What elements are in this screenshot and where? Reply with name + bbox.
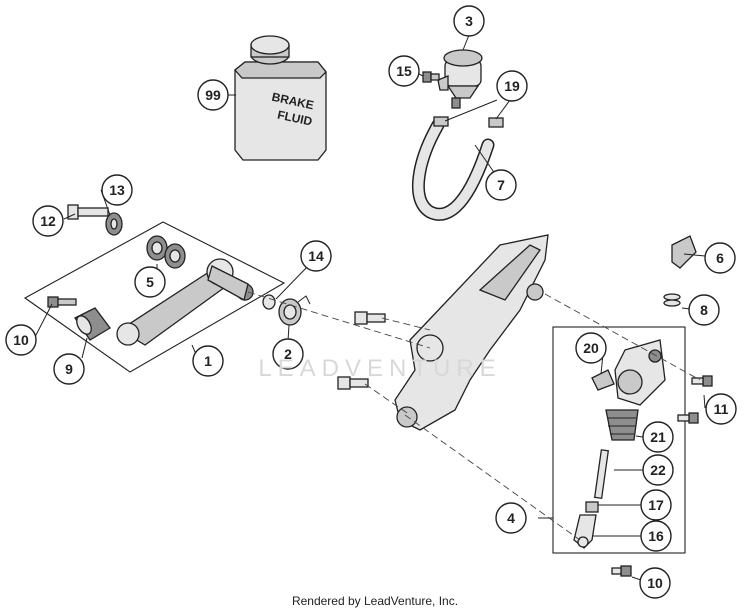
callout-9[interactable]: 9 bbox=[53, 353, 85, 385]
brake-fluid-reservoir[interactable] bbox=[437, 49, 483, 109]
washer[interactable] bbox=[262, 294, 276, 310]
callout-6[interactable]: 6 bbox=[704, 242, 736, 274]
pivot-nut[interactable] bbox=[105, 212, 123, 236]
svg-text:22: 22 bbox=[650, 462, 666, 478]
callout-11[interactable]: 11 bbox=[705, 393, 737, 425]
leader-lines bbox=[34, 34, 706, 581]
callout-16[interactable]: 16 bbox=[640, 520, 672, 552]
callout-3[interactable]: 3 bbox=[453, 5, 485, 37]
svg-text:15: 15 bbox=[396, 63, 412, 79]
banjo-fitting[interactable] bbox=[591, 369, 615, 391]
alignment-line-5 bbox=[404, 414, 581, 541]
watermark: LEADVENTURE bbox=[258, 355, 502, 382]
foot-rubber[interactable] bbox=[74, 307, 111, 341]
svg-text:10: 10 bbox=[647, 575, 663, 591]
hose-clamps[interactable] bbox=[433, 116, 504, 128]
svg-text:17: 17 bbox=[648, 497, 664, 513]
master-cylinder[interactable] bbox=[614, 339, 666, 406]
brake-fluid-bottle[interactable]: BRAKE FLUID bbox=[234, 35, 327, 161]
svg-text:20: 20 bbox=[583, 340, 599, 356]
callout-10-left[interactable]: 10 bbox=[5, 324, 37, 356]
return-spring[interactable] bbox=[278, 295, 311, 326]
callout-7[interactable]: 7 bbox=[485, 169, 517, 201]
svg-text:14: 14 bbox=[308, 248, 324, 264]
callout-5[interactable]: 5 bbox=[134, 266, 166, 298]
footrest-bracket[interactable] bbox=[394, 234, 549, 431]
svg-text:11: 11 bbox=[714, 401, 729, 417]
svg-text:9: 9 bbox=[65, 361, 73, 377]
lock-nut[interactable] bbox=[585, 501, 599, 513]
callout-4[interactable]: 4 bbox=[495, 502, 527, 534]
callout-20[interactable]: 20 bbox=[575, 332, 607, 364]
svg-text:12: 12 bbox=[40, 213, 56, 229]
callout-22[interactable]: 22 bbox=[642, 454, 674, 486]
brake-pedal-assembly[interactable] bbox=[23, 221, 286, 373]
clevis[interactable] bbox=[573, 514, 597, 549]
alignment-line-1 bbox=[247, 291, 431, 349]
svg-text:2: 2 bbox=[284, 346, 292, 362]
callout-2[interactable]: 2 bbox=[272, 338, 304, 370]
callout-8[interactable]: 8 bbox=[688, 294, 720, 326]
callout-12[interactable]: 12 bbox=[32, 205, 64, 237]
pedal-bolt-10[interactable] bbox=[47, 296, 77, 308]
callout-21[interactable]: 21 bbox=[642, 421, 674, 453]
alignment-line-4 bbox=[544, 293, 701, 381]
svg-text:13: 13 bbox=[109, 182, 125, 198]
svg-text:16: 16 bbox=[648, 528, 664, 544]
bracket-bolts[interactable] bbox=[337, 311, 386, 390]
svg-text:3: 3 bbox=[465, 13, 473, 29]
callout-14[interactable]: 14 bbox=[300, 240, 332, 272]
callout-17[interactable]: 17 bbox=[640, 489, 672, 521]
alignment-line-3 bbox=[364, 383, 411, 416]
master-cylinder-box bbox=[552, 326, 686, 554]
svg-text:5: 5 bbox=[146, 274, 154, 290]
brake-hose[interactable] bbox=[412, 118, 495, 221]
pivot-bolt[interactable] bbox=[67, 204, 109, 220]
callout-15[interactable]: 15 bbox=[388, 55, 420, 87]
callout-1[interactable]: 1 bbox=[192, 345, 224, 377]
hose-fitting[interactable] bbox=[671, 235, 697, 269]
pedal-bearings[interactable] bbox=[146, 235, 186, 269]
svg-text:21: 21 bbox=[650, 429, 666, 445]
callout-99[interactable]: 99 bbox=[197, 79, 229, 111]
callout-19[interactable]: 19 bbox=[496, 70, 528, 102]
svg-text:4: 4 bbox=[507, 510, 515, 526]
footer-credit: Rendered by LeadVenture, Inc. bbox=[291, 594, 459, 608]
svg-text:8: 8 bbox=[700, 302, 708, 318]
svg-text:1: 1 bbox=[204, 353, 212, 369]
svg-text:6: 6 bbox=[716, 250, 724, 266]
push-rod[interactable] bbox=[593, 449, 610, 500]
svg-text:99: 99 bbox=[205, 87, 221, 103]
o-rings[interactable] bbox=[663, 293, 681, 307]
callout-13[interactable]: 13 bbox=[101, 174, 133, 206]
callout-10-bottom[interactable]: 10 bbox=[639, 567, 671, 599]
dust-boot[interactable] bbox=[605, 409, 639, 441]
svg-text:19: 19 bbox=[504, 78, 520, 94]
svg-text:10: 10 bbox=[13, 332, 29, 348]
svg-text:7: 7 bbox=[497, 177, 505, 193]
cylinder-bolts[interactable] bbox=[611, 375, 713, 577]
reservoir-screw[interactable] bbox=[422, 71, 440, 83]
alignment-line-2 bbox=[381, 317, 431, 331]
